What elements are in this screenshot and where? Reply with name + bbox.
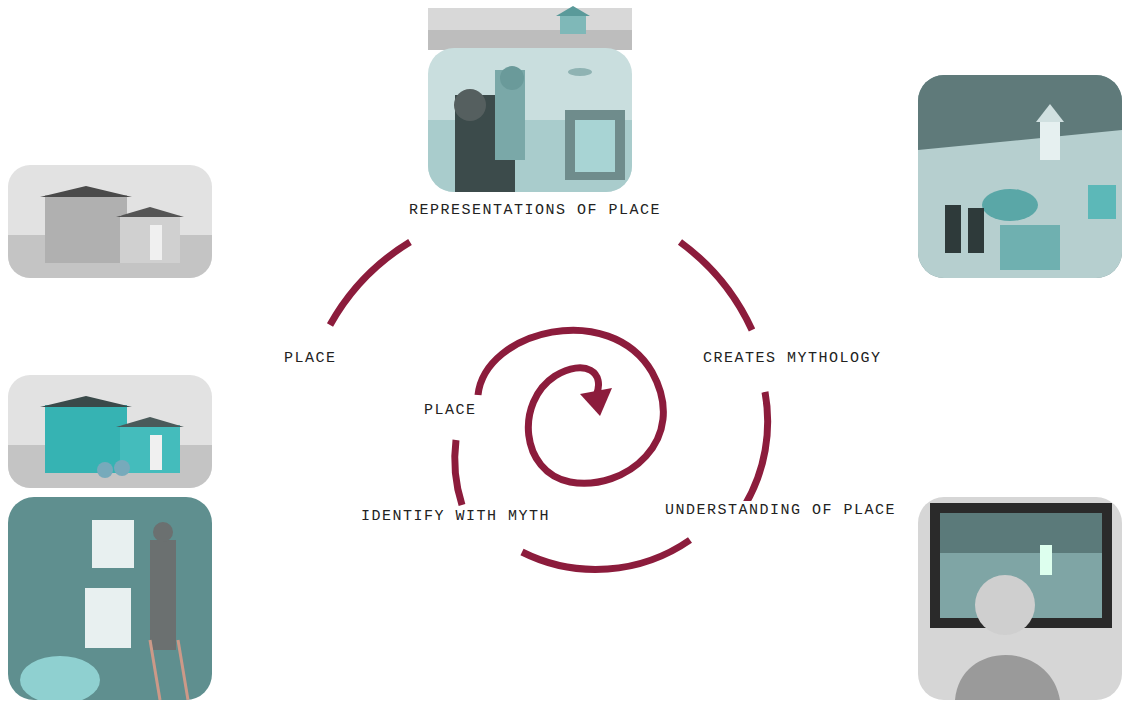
film-photo — [428, 6, 632, 192]
cycle-label: REPRESENTATIONS OF PLACE — [406, 201, 664, 221]
teal-house-photo — [8, 375, 212, 488]
cycle-label: IDENTIFY WITH MYTH — [358, 507, 553, 527]
gallery-photo — [918, 497, 1122, 700]
cycle-label: CREATES MYTHOLOGY — [700, 349, 885, 369]
cycle-label: UNDERSTANDING OF PLACE — [662, 501, 899, 521]
painter-photo — [8, 497, 212, 700]
spiral-arrowhead — [580, 388, 612, 416]
painting-scene — [918, 75, 1122, 278]
cycle-label: PLACE — [421, 401, 480, 421]
cycle-label: PLACE — [281, 349, 340, 369]
house-photo — [8, 165, 212, 278]
